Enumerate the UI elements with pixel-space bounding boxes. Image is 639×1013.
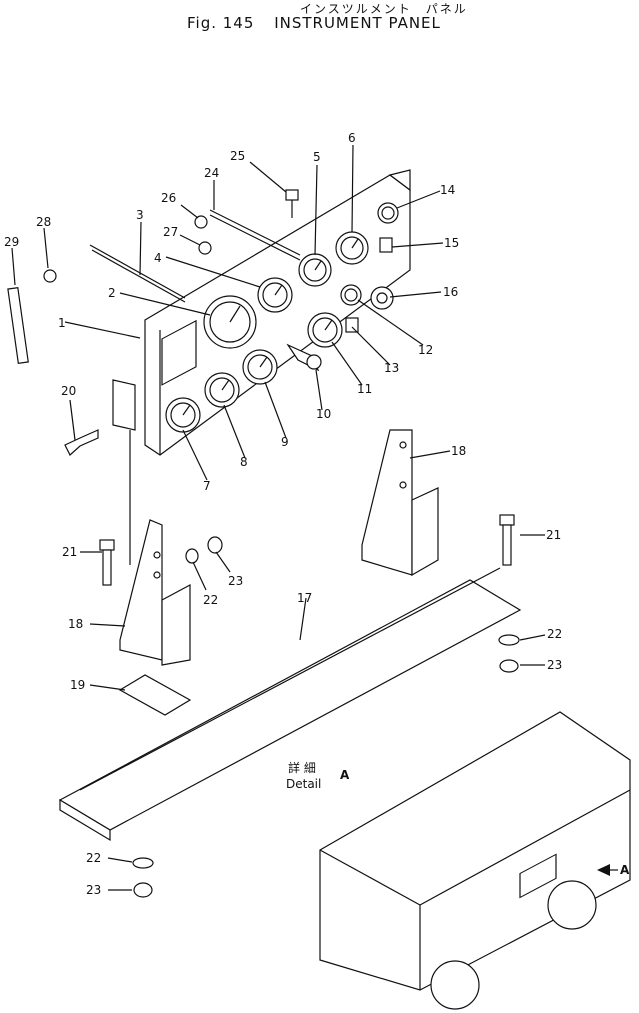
callout-labels: 1 2 3 4 5 6 7 8 9 10 11 12 13 14 15 16 1…	[4, 131, 562, 897]
washer-22-b	[498, 634, 520, 646]
callout-23-c: 23	[86, 883, 101, 897]
machine-overview	[319, 711, 631, 1010]
washer-22-a	[185, 548, 199, 564]
callout-11: 11	[357, 382, 372, 396]
gauge-11	[307, 312, 343, 348]
callout-18-right: 18	[451, 444, 466, 458]
callout-19: 19	[70, 678, 85, 692]
washer-22-c	[132, 857, 154, 869]
bolt-25	[285, 189, 299, 218]
callout-9: 9	[281, 435, 289, 449]
leader-lines	[11, 144, 546, 891]
bolt-21-right	[499, 514, 515, 566]
callout-25: 25	[230, 149, 245, 163]
detail-a-arrow	[597, 864, 618, 876]
callout-4: 4	[154, 251, 162, 265]
rod-24	[209, 209, 301, 261]
washer-27	[198, 241, 212, 255]
clip-28	[43, 269, 57, 283]
gauge-9	[242, 349, 278, 385]
callout-22-b: 22	[547, 627, 562, 641]
callout-6: 6	[348, 131, 356, 145]
plate-19	[118, 674, 192, 716]
key-switch-16	[370, 286, 394, 310]
callout-7: 7	[203, 479, 211, 493]
callout-18-left: 18	[68, 617, 83, 631]
callout-28: 28	[36, 215, 51, 229]
detail-arrow-letter: A	[620, 863, 630, 877]
nut-23-b	[499, 659, 519, 673]
detail-letter: A	[340, 768, 350, 782]
gauge-6	[335, 231, 369, 265]
figure-title: Fig. 145 INSTRUMENT PANEL	[187, 14, 455, 32]
bracket-18-right	[361, 429, 439, 577]
callout-12: 12	[418, 343, 433, 357]
indicator-12	[340, 284, 362, 306]
figure-caption: INSTRUMENT PANEL	[274, 14, 441, 32]
nut-23-a	[207, 536, 223, 554]
callout-5: 5	[313, 150, 321, 164]
callout-17: 17	[297, 591, 312, 605]
gauge-large	[203, 295, 257, 349]
callout-22-c: 22	[86, 851, 101, 865]
knob-10	[286, 343, 322, 372]
frame-17	[58, 567, 522, 842]
callout-27: 27	[163, 225, 178, 239]
callout-8: 8	[240, 455, 248, 469]
switch-15	[379, 237, 393, 253]
callout-21-left: 21	[62, 545, 77, 559]
callout-13: 13	[384, 361, 399, 375]
japanese-title: インスツルメント パネル	[300, 2, 468, 16]
callout-21-right: 21	[546, 528, 561, 542]
callout-15: 15	[444, 236, 459, 250]
bracket-18-left	[119, 519, 191, 666]
gauge-4	[257, 277, 293, 313]
callout-20: 20	[61, 384, 76, 398]
figure-number: Fig. 145	[187, 14, 255, 32]
callout-23-a: 23	[228, 574, 243, 588]
callout-16: 16	[443, 285, 458, 299]
cable-tie-29	[7, 286, 29, 365]
bolt-20	[64, 429, 99, 456]
gauge-8	[204, 372, 240, 408]
callout-14: 14	[440, 183, 455, 197]
rod-3	[89, 244, 186, 303]
detail-text: Detail	[286, 777, 321, 791]
gauge-5	[298, 253, 332, 287]
callout-2: 2	[108, 286, 116, 300]
callout-23-b: 23	[547, 658, 562, 672]
callout-29: 29	[4, 235, 19, 249]
callout-3: 3	[136, 208, 144, 222]
gauge-7	[165, 397, 201, 433]
detail-a-label: 詳 細 Detail A A	[286, 760, 630, 877]
nut-23-c	[133, 882, 153, 898]
callout-22-a: 22	[203, 593, 218, 607]
bolt-21-left	[99, 539, 115, 586]
callout-10: 10	[316, 407, 331, 421]
callout-1: 1	[58, 316, 66, 330]
callout-24: 24	[204, 166, 219, 180]
indicator-14	[377, 202, 399, 224]
detail-japanese: 詳 細	[288, 760, 316, 775]
panel-support-bracket	[112, 379, 136, 565]
nut-26	[194, 215, 208, 229]
switch-13	[345, 317, 359, 333]
callout-26: 26	[161, 191, 176, 205]
